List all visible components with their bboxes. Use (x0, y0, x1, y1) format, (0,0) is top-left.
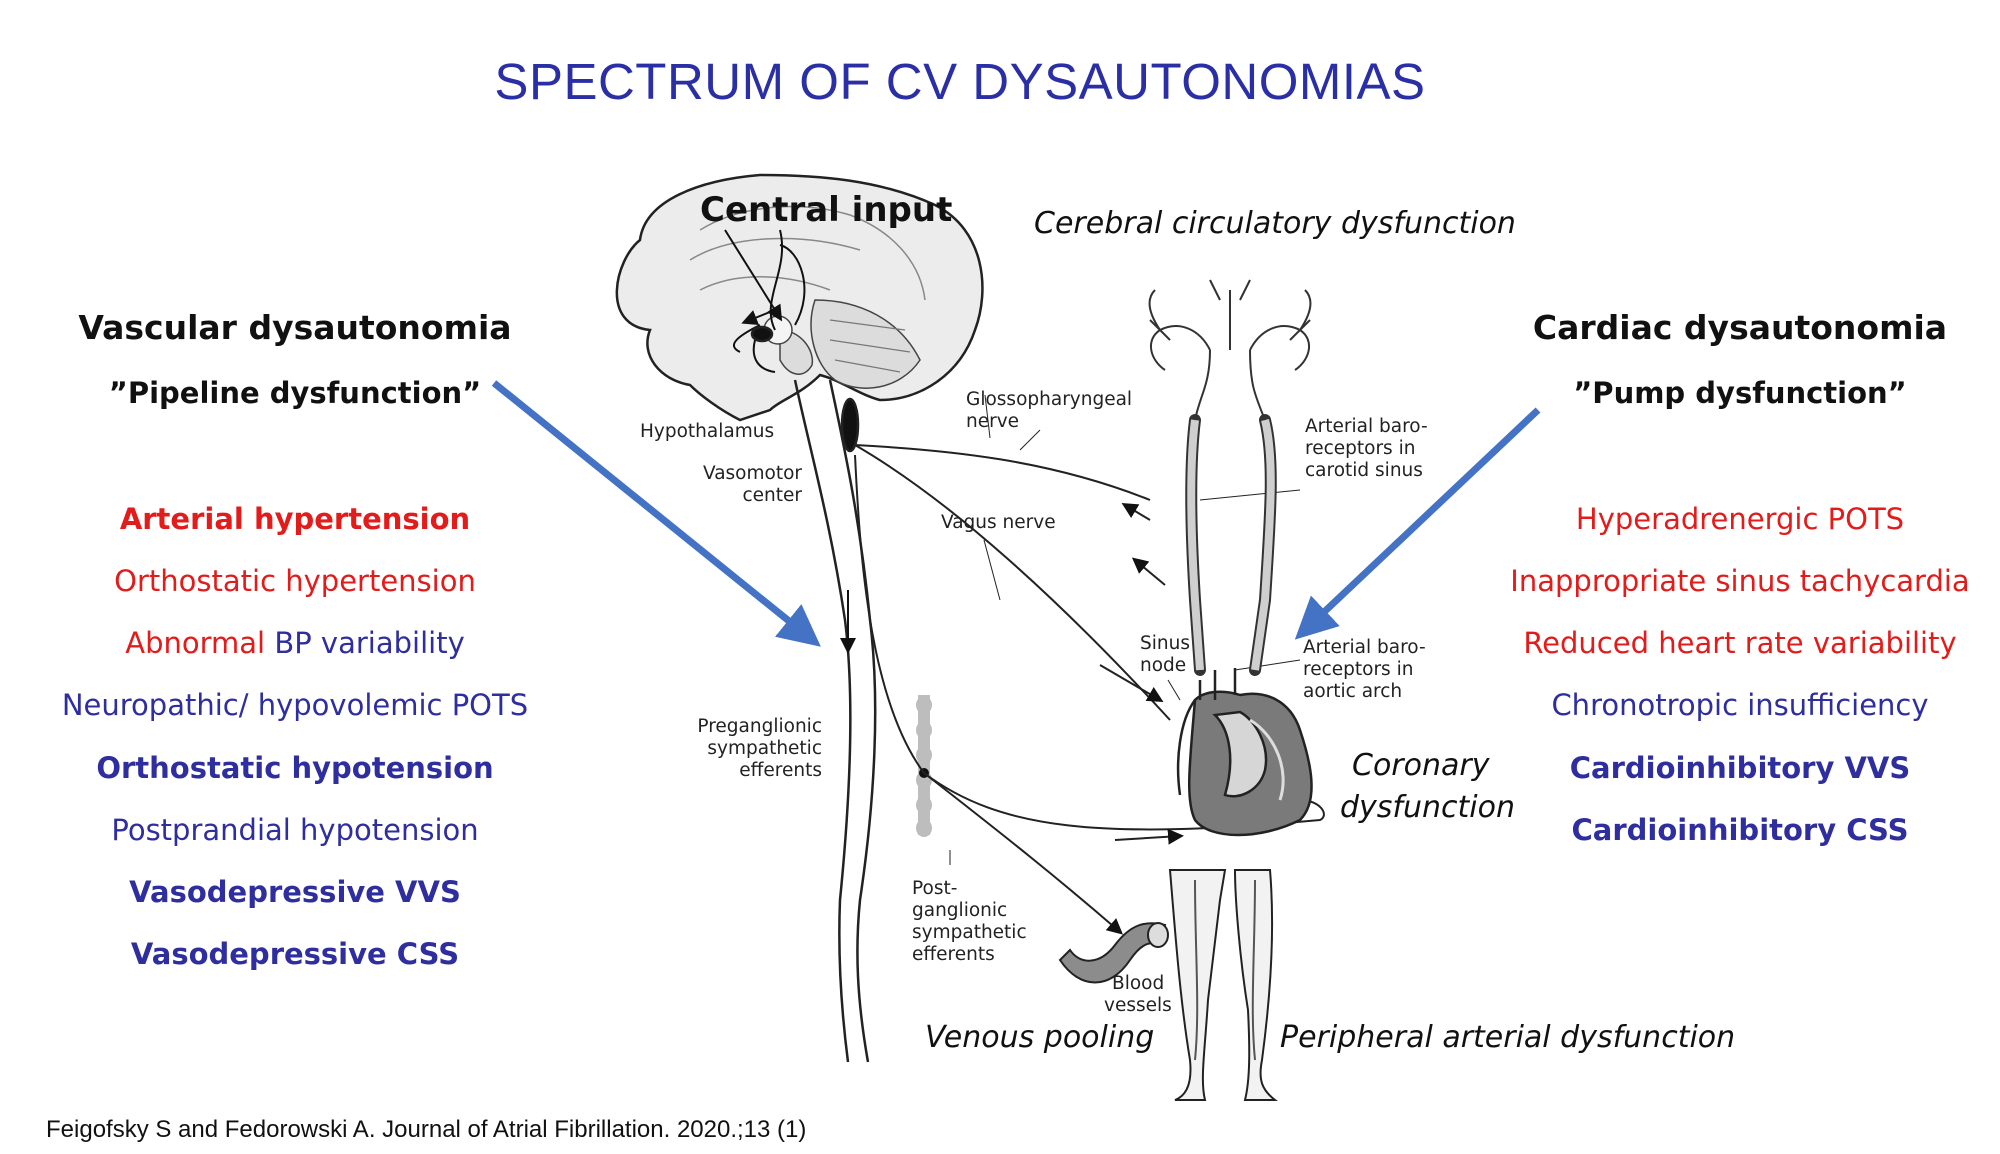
vascular-item: Postprandial hypotension (111, 813, 479, 847)
page-title: SPECTRUM OF CV DYSAUTONOMIAS (494, 53, 1426, 110)
vasomotor-label-1: Vasomotor (702, 463, 802, 484)
cardiac-item: Cardioinhibitory VVS (1569, 751, 1911, 785)
cardiac-item: Reduced heart rate variability (1523, 626, 1957, 660)
central-input-label: Central input (700, 190, 953, 230)
vascular-item: Orthostatic hypertension (114, 564, 476, 598)
hypothalamus-label: Hypothalamus (640, 421, 775, 442)
blood-vessels-label-2: vessels (1104, 995, 1172, 1016)
carotid-arteries (1148, 279, 1312, 676)
preganglionic-label-1: Preganglionic (697, 716, 822, 737)
cardiac-heading: Cardiac dysautonomia (1532, 308, 1948, 347)
coronary-label-2: dysfunction (1340, 790, 1515, 825)
vascular-item: Vasodepressive CSS (130, 937, 460, 971)
legs-illustration (1168, 869, 1278, 1101)
spinal-cord (793, 379, 877, 1063)
vascular-subheading: ”Pipeline dysfunction” (108, 376, 482, 410)
cardiac-item: Chronotropic insufficiency (1551, 688, 1929, 722)
cardiac-item: Inappropriate sinus tachycardia (1510, 564, 1970, 598)
vascular-item-bp: Abnormal BP variability (60, 626, 530, 660)
cardiac-arrow (1294, 407, 1541, 640)
cerebral-label: Cerebral circulatory dysfunction (1034, 206, 1516, 241)
carotid-label-2: receptors in (1305, 438, 1416, 459)
bp-part-1: Abnormal (125, 626, 275, 660)
citation: Feigofsky S and Fedorowski A. Journal of… (46, 1116, 807, 1143)
glossopharyngeal-label-1: Glossopharyngeal (966, 389, 1133, 410)
vascular-heading: Vascular dysautonomia (78, 308, 512, 347)
heart-illustration (1176, 668, 1313, 837)
vascular-item: Vasodepressive VVS (129, 875, 461, 909)
coronary-label-1: Coronary (1352, 748, 1490, 783)
venous-label: Venous pooling (925, 1020, 1155, 1055)
aortic-label-3: aortic arch (1303, 681, 1403, 702)
carotid-label-3: carotid sinus (1305, 460, 1423, 481)
cardiac-subheading: ”Pump dysfunction” (1573, 376, 1907, 410)
vascular-item: Arterial hypertension (119, 502, 471, 536)
aortic-label-1: Arterial baro- (1303, 637, 1426, 658)
postganglionic-label-4: efferents (912, 944, 995, 965)
aortic-label-2: receptors in (1303, 659, 1414, 680)
sinus-node-label-2: node (1140, 655, 1187, 676)
vascular-item: Orthostatic hypotension (96, 751, 494, 785)
postganglionic-label-1: Post- (912, 878, 958, 899)
vasomotor-label-2: center (742, 485, 802, 506)
cardiac-item: Cardioinhibitory CSS (1571, 813, 1909, 847)
blood-vessels-label-1: Blood (1112, 973, 1165, 994)
peripheral-label: Peripheral arterial dysfunction (1280, 1020, 1736, 1055)
cardiac-item: Hyperadrenergic POTS (1575, 502, 1905, 536)
carotid-label-1: Arterial baro- (1305, 416, 1428, 437)
bp-part-2: BP variability (274, 626, 465, 660)
postganglionic-label-3: sympathetic (912, 922, 1027, 943)
glossopharyngeal-label-2: nerve (966, 411, 1020, 432)
preganglionic-label-3: efferents (739, 760, 822, 781)
sinus-node-label-1: Sinus (1140, 633, 1190, 654)
blood-vessel-illustration (1058, 922, 1169, 984)
preganglionic-label-2: sympathetic (707, 738, 822, 759)
brain-illustration (615, 173, 984, 422)
vascular-item: Neuropathic/ hypovolemic POTS (61, 688, 529, 722)
vascular-arrow (491, 380, 821, 647)
vagus-label: Vagus nerve (941, 512, 1056, 533)
postganglionic-label-2: ganglionic (912, 900, 1008, 921)
nerve-paths (854, 394, 1325, 935)
